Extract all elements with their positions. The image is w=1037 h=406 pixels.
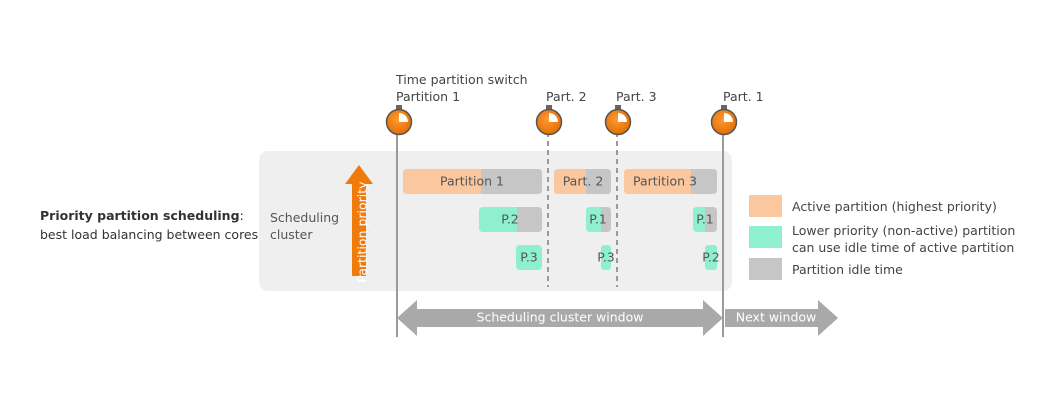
next-window-label: Next window bbox=[736, 310, 817, 325]
scheduling-window-arrow bbox=[397, 300, 723, 336]
stopwatch-icon bbox=[385, 105, 413, 136]
partition-priority-label: Partition priority bbox=[355, 181, 370, 283]
partition-priority-arrow bbox=[345, 165, 373, 276]
lower-partition-row1-2-label: P.1 bbox=[589, 212, 607, 227]
active-partition-2-label: Part. 2 bbox=[563, 174, 604, 189]
lower-partition-row2-1 bbox=[516, 245, 542, 270]
diagram-caption-subtitle: best load balancing between cores bbox=[40, 227, 259, 242]
active-partition-1-label: Partition 1 bbox=[440, 174, 504, 189]
legend-text-lower: Lower priority (non-active) partition ca… bbox=[792, 222, 1015, 256]
legend-swatch-active bbox=[749, 195, 782, 217]
lower-partition-row2-2-label: P.3 bbox=[597, 250, 615, 265]
legend-text-lower-line-2: can use idle time of active partition bbox=[792, 240, 1015, 255]
active-partition-3-label: Partition 3 bbox=[633, 174, 697, 189]
next-window-arrow bbox=[725, 300, 838, 336]
caption-colon: : bbox=[239, 208, 244, 223]
stopwatch-icon bbox=[535, 105, 563, 136]
lower-partition-row2-3-label: P.2 bbox=[702, 250, 720, 265]
stopwatch-icon bbox=[604, 105, 632, 136]
legend-swatch-idle bbox=[749, 258, 782, 280]
switch-label-1-line-2: Partition 1 bbox=[396, 89, 461, 104]
switch-label-3: Part. 3 bbox=[616, 89, 657, 104]
active-partition-1 bbox=[403, 169, 542, 194]
active-partition-3 bbox=[624, 169, 717, 194]
legend-text-lower-line-1: Lower priority (non-active) partition bbox=[792, 223, 1016, 238]
legend-text-idle: Partition idle time bbox=[792, 262, 903, 277]
scheduling-window-label: Scheduling cluster window bbox=[477, 310, 644, 325]
legend-text-active: Active partition (highest priority) bbox=[792, 199, 997, 214]
lower-partition-row1-2 bbox=[586, 207, 611, 232]
scheduling-cluster-label: Scheduling cluster bbox=[270, 210, 340, 242]
diagram-caption-title: Priority partition scheduling: bbox=[40, 208, 244, 223]
switch-label-1-line-1: Time partition switch bbox=[396, 72, 528, 87]
lower-partition-row1-1-label: P.2 bbox=[501, 212, 519, 227]
lower-partition-row2-2 bbox=[601, 245, 611, 270]
lower-partition-row2-1-label: P.3 bbox=[520, 250, 538, 265]
lower-partition-row1-1 bbox=[479, 207, 542, 232]
lower-partition-row1-3-label: P.1 bbox=[696, 212, 714, 227]
legend-swatch-lower bbox=[749, 226, 782, 248]
stopwatch-icon bbox=[710, 105, 738, 136]
switch-label-1: Time partition switch Partition 1 bbox=[396, 71, 528, 105]
active-partition-2 bbox=[554, 169, 611, 194]
lower-partition-row1-3 bbox=[693, 207, 717, 232]
switch-label-4: Part. 1 bbox=[723, 89, 764, 104]
caption-bold: Priority partition scheduling bbox=[40, 208, 240, 223]
lower-partition-row2-3 bbox=[705, 245, 717, 270]
switch-label-2: Part. 2 bbox=[546, 89, 587, 104]
